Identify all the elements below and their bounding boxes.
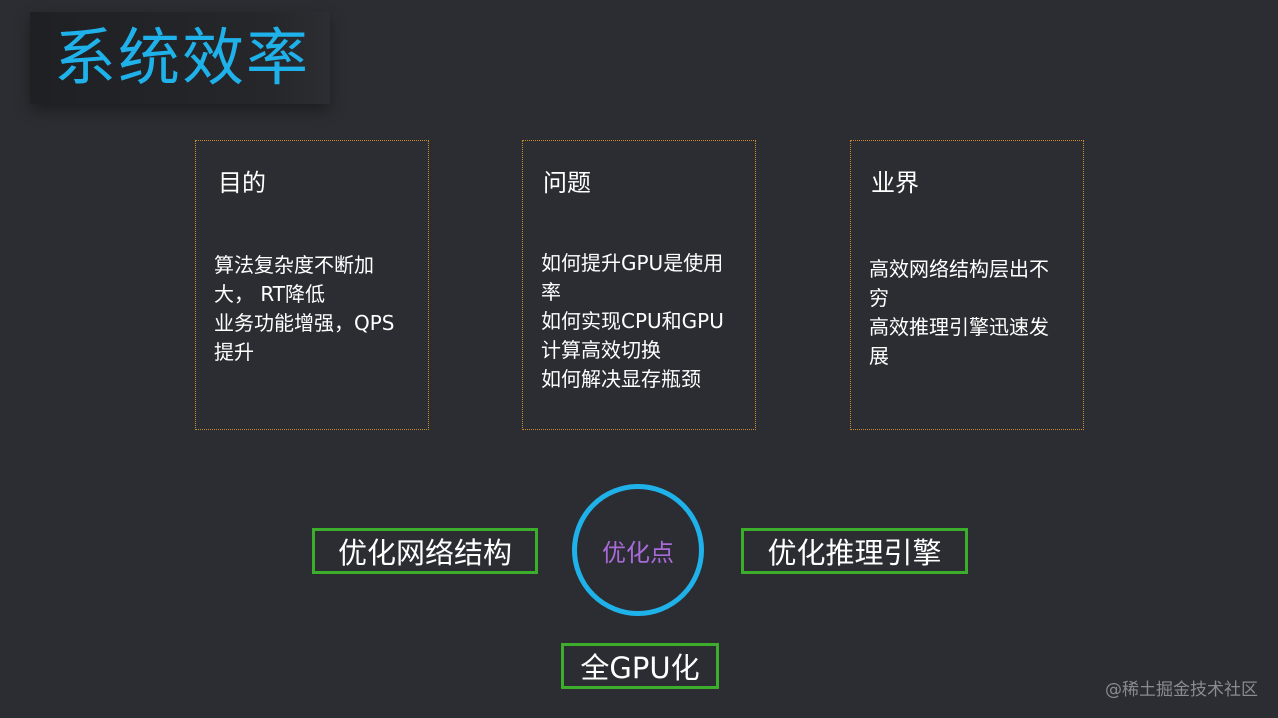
tag-optimize-network: 优化网络结构 [312,528,538,574]
card-problems: 问题 如何提升GPU是使用 率 如何实现CPU和GPU 计算高效切换 如何解决显… [522,140,756,430]
card-line: 业务功能增强，QPS [214,311,395,335]
card-line: 穷 [869,286,889,310]
card-heading: 问题 [543,169,591,197]
tag-full-gpu: 全GPU化 [561,643,719,689]
card-heading: 业界 [871,169,919,197]
card-line: 算法复杂度不断加 [214,253,374,277]
card-line: 计算高效切换 [541,338,661,362]
card-body: 高效网络结构层出不 穷 高效推理引擎迅速发 展 [869,255,1073,371]
card-line: 大， RT降低 [214,282,326,306]
card-line: 提升 [214,340,254,364]
card-line: 如何解决显存瓶颈 [541,367,701,391]
card-body: 算法复杂度不断加 大， RT降低 业务功能增强，QPS 提升 [214,251,418,367]
card-line: 展 [869,344,889,368]
title-band [30,12,330,104]
card-body: 如何提升GPU是使用 率 如何实现CPU和GPU 计算高效切换 如何解决显存瓶颈 [541,249,745,394]
card-heading: 目的 [218,169,266,197]
tag-optimize-engine: 优化推理引擎 [741,528,968,574]
slide-title: 系统效率 [54,21,311,94]
card-purpose: 目的 算法复杂度不断加 大， RT降低 业务功能增强，QPS 提升 [195,140,429,430]
card-industry: 业界 高效网络结构层出不 穷 高效推理引擎迅速发 展 [850,140,1084,430]
card-line: 率 [541,280,561,304]
circle-label: 优化点 [602,538,674,567]
watermark: @稀土掘金技术社区 [1105,680,1258,700]
card-line: 高效推理引擎迅速发 [869,315,1049,339]
card-line: 如何提升GPU是使用 [541,251,724,275]
optimization-circle: 优化点 [572,484,704,616]
card-line: 如何实现CPU和GPU [541,309,724,333]
card-line: 高效网络结构层出不 [869,257,1049,281]
